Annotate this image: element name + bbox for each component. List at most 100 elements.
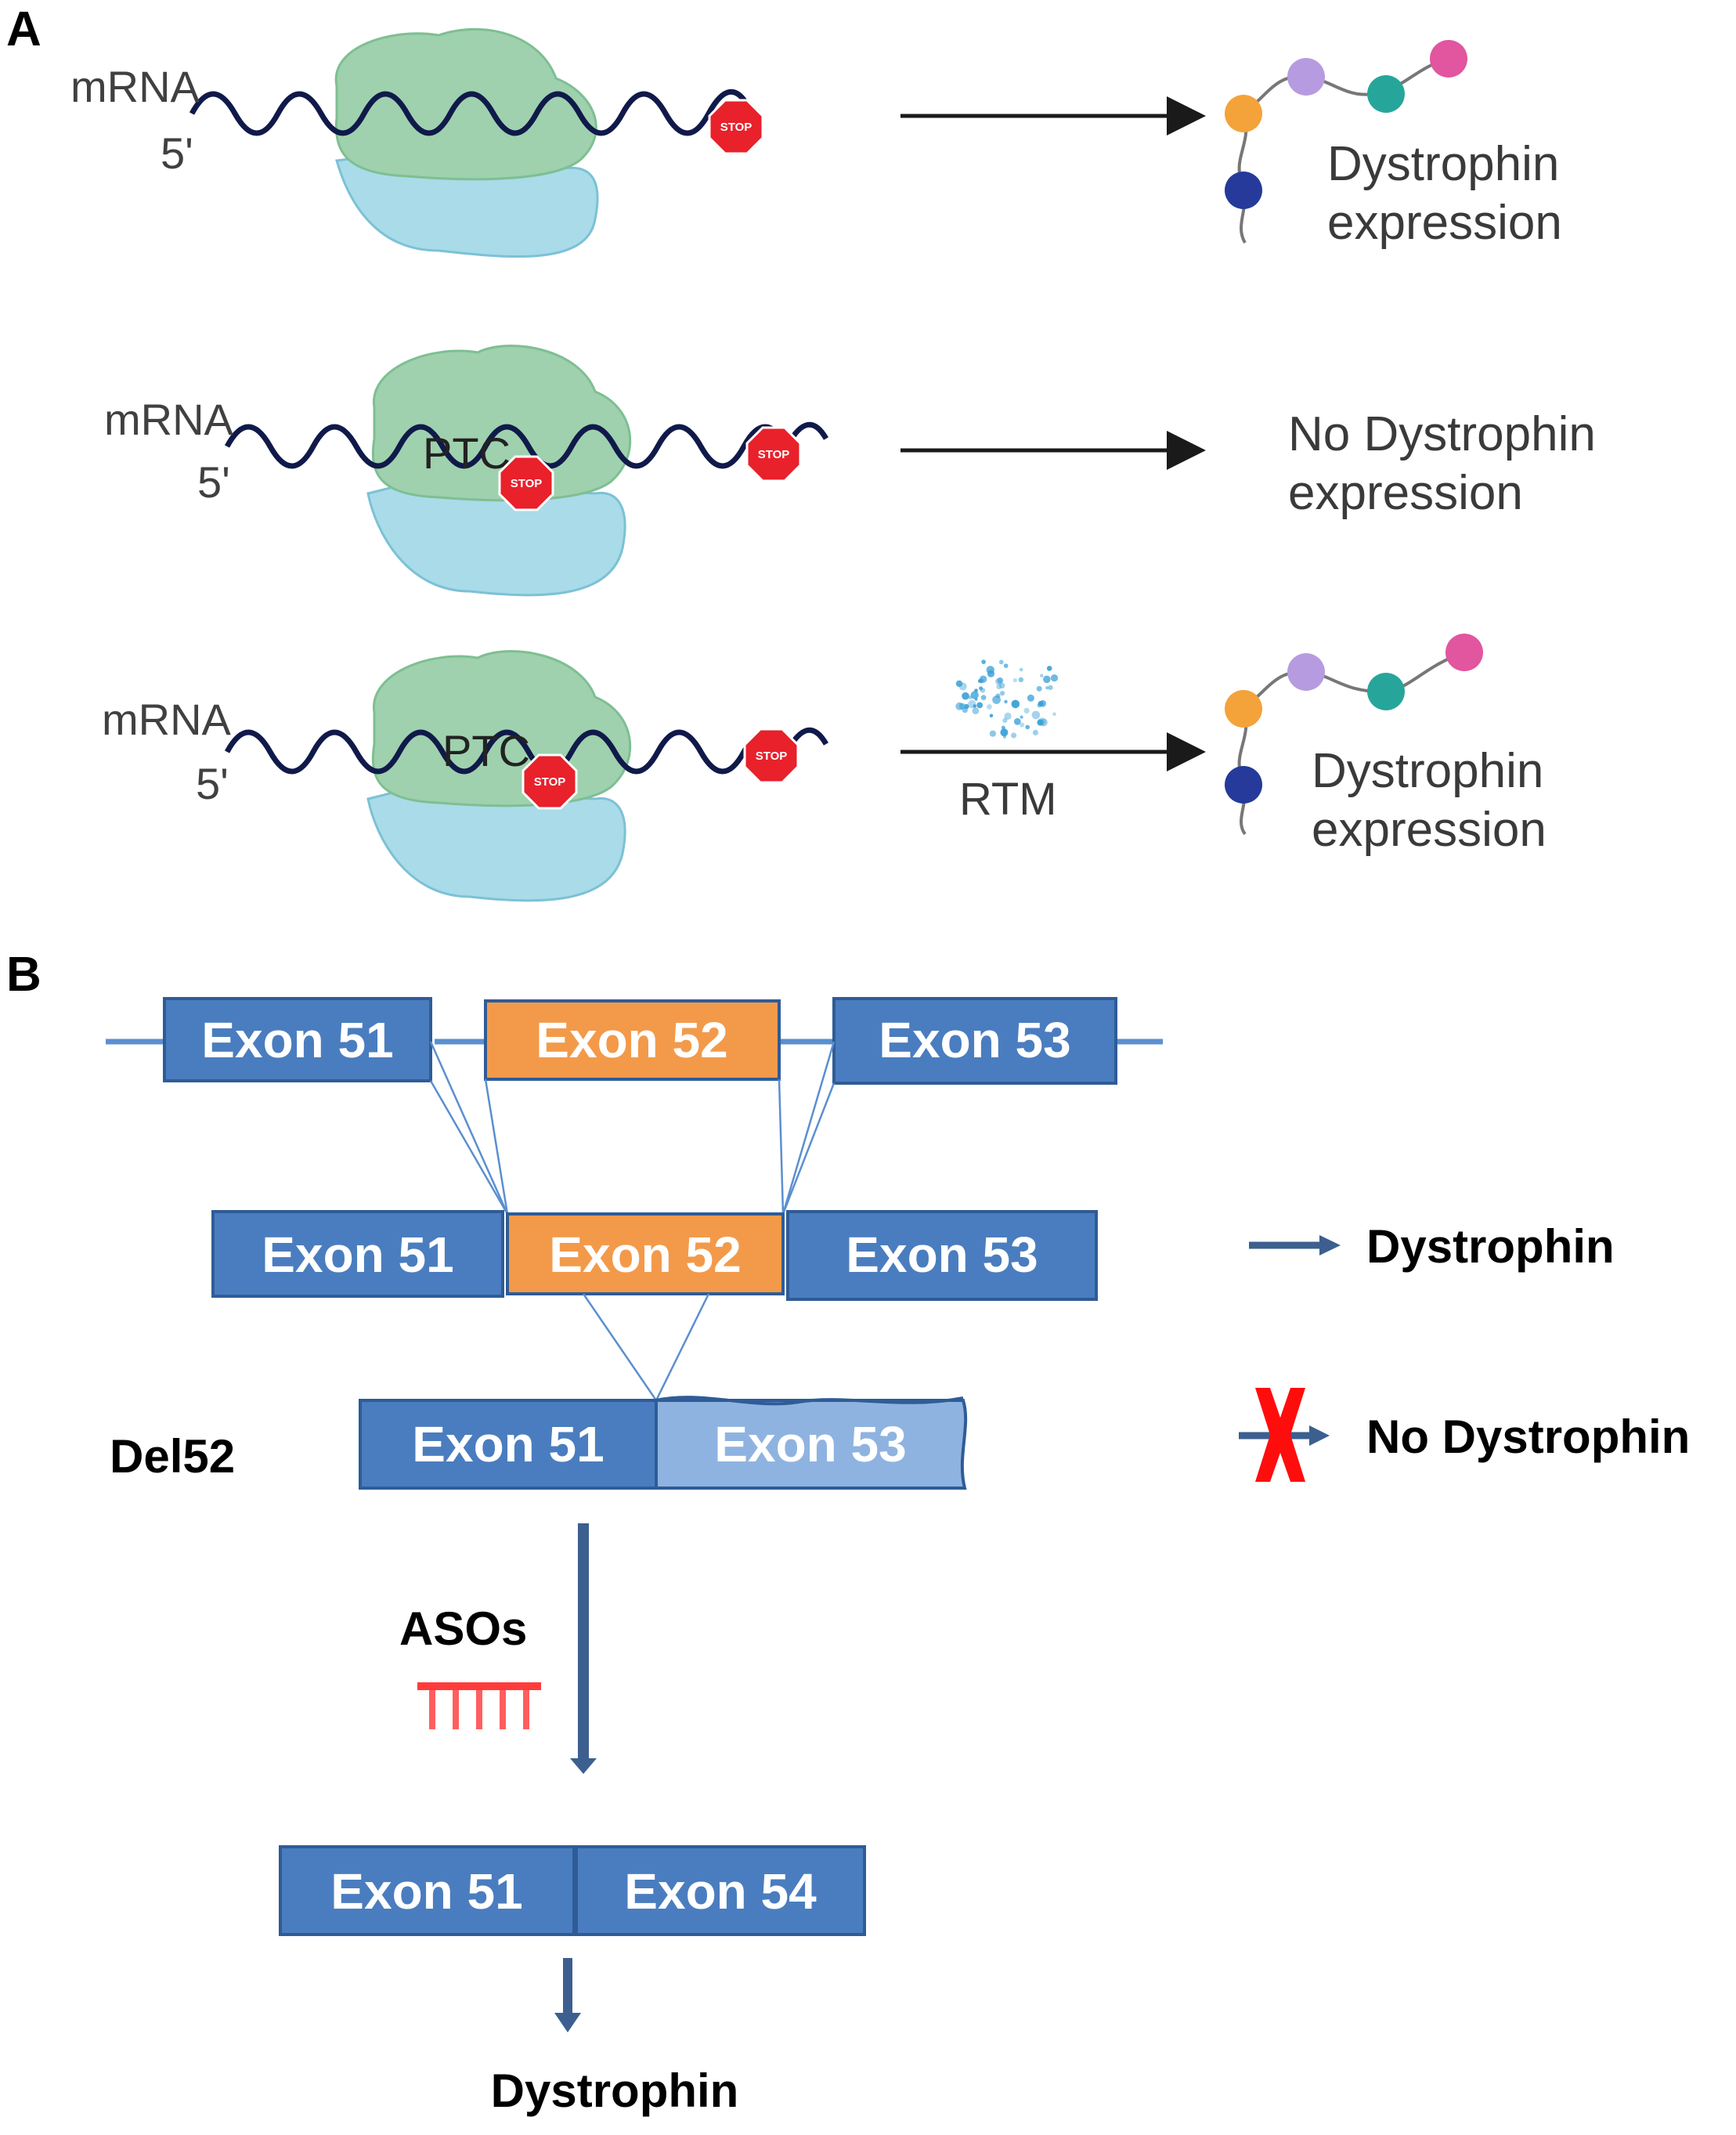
bead-teal (1367, 75, 1405, 113)
svg-text:Exon 51: Exon 51 (412, 1416, 604, 1472)
panel-a-row-3: PTC STOP STOP mRNA 5' RTM Dystrophin exp… (102, 634, 1547, 902)
bead-purple (1287, 58, 1325, 96)
rtm-dot (977, 679, 982, 683)
rtm-dot (955, 702, 964, 710)
cross-icon (1255, 1388, 1305, 1482)
exon-51: Exon 51 (163, 997, 432, 1082)
legend: Dystrophin No Dystrophin (1239, 1220, 1690, 1482)
outcome-line-1: No Dystrophin (1288, 407, 1596, 461)
rtm-dot (976, 702, 983, 709)
rtm-dot (972, 707, 980, 714)
outcome-line-2: expression (1312, 803, 1547, 857)
rtm-dot (998, 659, 1004, 665)
asos-label: ASOs (399, 1602, 527, 1655)
svg-text:Exon 53: Exon 53 (714, 1416, 906, 1472)
rtm-dot (973, 704, 976, 708)
rtm-dot (1027, 694, 1034, 702)
rtm-dot (1031, 710, 1041, 720)
outcome-line-2: expression (1327, 196, 1562, 250)
rtm-dot (1000, 691, 1005, 696)
panel-b-label: B (6, 948, 42, 1002)
del52-row: Exon 51 Exon 53 (359, 1396, 968, 1490)
svg-text:Exon 54: Exon 54 (624, 1863, 817, 1920)
rtm-dot (1052, 712, 1056, 717)
outcome-line-2: expression (1288, 466, 1523, 520)
rtm-dot (999, 682, 1005, 689)
del52-label: Del52 (110, 1430, 235, 1483)
panel-a-row-2: PTC STOP STOP mRNA 5' No Dystrophin expr… (104, 345, 1596, 597)
exon-51: Exon 51 (279, 1845, 576, 1936)
outcome-line-1: Dystrophin (1312, 744, 1543, 798)
rtm-dot (1046, 666, 1052, 671)
rtm-dot (992, 695, 1001, 704)
deletion-lines (582, 1293, 710, 1401)
rtm-dot (1038, 701, 1044, 707)
bead-navy (1225, 172, 1262, 209)
rtm-dot (1003, 735, 1006, 739)
rtm-dot (996, 684, 1002, 690)
panel-a-label: A (6, 2, 42, 56)
final-arrow (554, 1958, 581, 2032)
bead-orange (1225, 690, 1262, 728)
ribosome-small-subunit (366, 789, 626, 902)
five-prime-label: 5' (197, 457, 230, 507)
legend-label: Dystrophin (1366, 1220, 1615, 1273)
ptc-label: PTC (423, 428, 511, 478)
premature-stop-sign: STOP (498, 455, 554, 511)
svg-text:Exon 53: Exon 53 (846, 1226, 1038, 1283)
bead-pink (1430, 40, 1467, 78)
rtm-label: RTM (959, 774, 1057, 825)
exon-53: Exon 53 (786, 1210, 1098, 1301)
rtm-dot (1012, 677, 1017, 683)
splicing-lines (429, 1041, 836, 1215)
legend-label: No Dystrophin (1366, 1411, 1690, 1463)
mrna-label: mRNA (70, 62, 200, 111)
outcome-line-1: Dystrophin (1327, 137, 1559, 191)
svg-text:STOP: STOP (720, 121, 753, 134)
bead-purple (1287, 653, 1325, 691)
rtm-dot (1043, 675, 1051, 684)
rtm-dot (1013, 700, 1017, 705)
rtm-dot (1036, 685, 1042, 692)
rtm-dot (962, 692, 969, 700)
ribosome (366, 650, 632, 902)
exon-52: Exon 52 (484, 999, 781, 1081)
rtm-dot (979, 686, 983, 691)
exon-51: Exon 51 (359, 1399, 658, 1490)
rtm-dot (1025, 724, 1030, 730)
rtm-dot (1011, 732, 1017, 739)
rtm-dot (980, 695, 987, 700)
rtm-dot (1018, 677, 1024, 683)
skipped-mrna-row: Exon 51 Exon 54 (279, 1845, 866, 1936)
rtm-dot (1004, 699, 1008, 704)
rtm-dot (1003, 663, 1009, 668)
legend-item-dystrophin: Dystrophin (1249, 1220, 1615, 1273)
rtm-dot (987, 670, 995, 677)
rtm-dot (964, 703, 969, 710)
stop-sign: STOP (743, 728, 799, 784)
rtm-dot (1040, 674, 1044, 677)
rtm-dot (1037, 719, 1044, 726)
panel-a-row-1: STOP mRNA 5' Dystrophin expression (70, 28, 1562, 258)
dystrophin-protein-icon (1225, 40, 1467, 244)
stop-sign: STOP (745, 426, 802, 482)
rtm-dot (1002, 717, 1008, 724)
rtm-dot (1050, 674, 1059, 682)
exon-51: Exon 51 (211, 1210, 504, 1298)
exon-53-frameshift: Exon 53 (655, 1396, 968, 1490)
gene-row: Exon 51 Exon 52 Exon 53 (106, 997, 1163, 1085)
rtm-dot (1020, 722, 1025, 728)
rtm-dot (989, 713, 994, 718)
svg-text:STOP: STOP (756, 750, 788, 763)
five-prime-label: 5' (161, 128, 193, 178)
rtm-dot (989, 730, 996, 737)
rtm-dot (1004, 712, 1012, 721)
ribosome (334, 28, 599, 258)
rtm-dot (968, 699, 976, 709)
rtm-dot (1019, 667, 1023, 672)
rtm-molecule-icon (955, 659, 1059, 739)
svg-text:Exon 51: Exon 51 (262, 1226, 453, 1283)
exon-54: Exon 54 (575, 1845, 866, 1936)
ribosome-small-subunit (366, 484, 626, 597)
